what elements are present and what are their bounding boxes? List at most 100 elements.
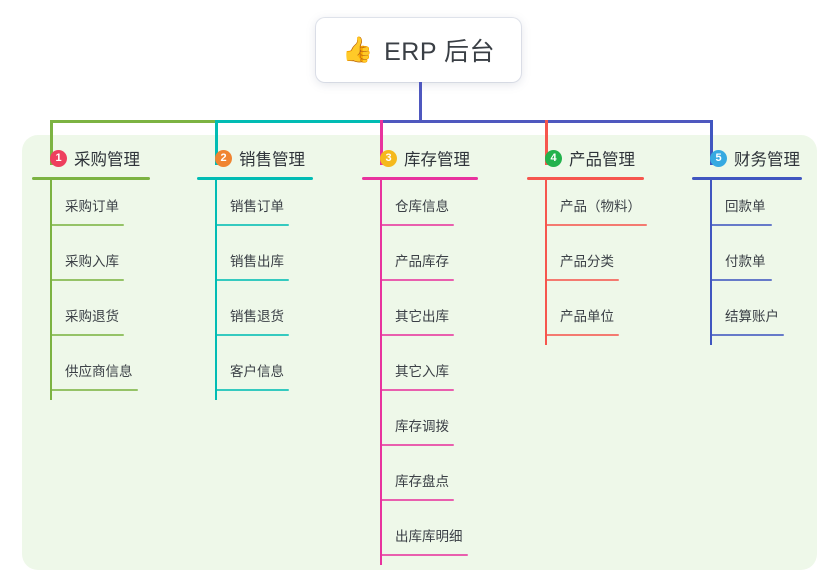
- leaf-item-label: 供应商信息: [65, 364, 133, 379]
- leaf-item[interactable]: 客户信息: [197, 345, 313, 400]
- branch-column-5: 5 财务管理回款单付款单结算账户: [692, 146, 802, 345]
- leaf-item-label: 回款单: [725, 199, 766, 214]
- leaf-item[interactable]: 产品（物料）: [527, 180, 647, 235]
- leaf-item[interactable]: 采购入库: [32, 235, 150, 290]
- branch-stub-5: [710, 120, 713, 165]
- branch-title-5: 财务管理: [734, 151, 800, 169]
- leaf-item[interactable]: 库存调拨: [362, 400, 478, 455]
- leaf-item-label: 产品库存: [395, 254, 449, 269]
- leaf-item-label: 采购订单: [65, 199, 119, 214]
- leaf-item[interactable]: 出库库明细: [362, 510, 478, 565]
- leaf-item[interactable]: 产品单位: [527, 290, 644, 345]
- branch-stub-1: [50, 120, 53, 165]
- leaf-item[interactable]: 采购退货: [32, 290, 150, 345]
- leaf-item[interactable]: 回款单: [692, 180, 802, 235]
- leaf-item-underline: [380, 279, 454, 281]
- leaf-item[interactable]: 付款单: [692, 235, 802, 290]
- leaf-item[interactable]: 产品库存: [362, 235, 478, 290]
- branch-header-5[interactable]: 5 财务管理: [710, 146, 802, 170]
- branch-items-2: 销售订单销售出库销售退货客户信息: [197, 180, 313, 400]
- branch-items-5: 回款单付款单结算账户: [692, 180, 802, 345]
- leaf-item-label: 销售退货: [230, 309, 284, 324]
- leaf-item[interactable]: 其它出库: [362, 290, 478, 345]
- leaf-item-label: 客户信息: [230, 364, 284, 379]
- branch-items-3: 仓库信息产品库存其它出库其它入库库存调拨库存盘点出库库明细: [362, 180, 478, 565]
- leaf-item[interactable]: 销售出库: [197, 235, 313, 290]
- branch-header-2[interactable]: 2 销售管理: [215, 146, 313, 170]
- leaf-item-underline: [50, 334, 124, 336]
- leaf-item-label: 仓库信息: [395, 199, 449, 214]
- root-node[interactable]: 👍 ERP 后台: [316, 18, 521, 82]
- branch-title-2: 销售管理: [239, 151, 305, 169]
- leaf-item-underline: [50, 224, 124, 226]
- leaf-item[interactable]: 产品分类: [527, 235, 644, 290]
- leaf-item[interactable]: 仓库信息: [362, 180, 478, 235]
- leaf-item-label: 产品单位: [560, 309, 614, 324]
- leaf-item-underline: [215, 334, 289, 336]
- branch-title-3: 库存管理: [404, 151, 470, 169]
- leaf-item-underline: [215, 224, 289, 226]
- leaf-item[interactable]: 结算账户: [692, 290, 802, 345]
- leaf-item-underline: [50, 279, 124, 281]
- root-stem-connector: [419, 82, 422, 123]
- leaf-item-underline: [710, 334, 784, 336]
- leaf-item[interactable]: 销售订单: [197, 180, 313, 235]
- leaf-item-label: 产品分类: [560, 254, 614, 269]
- leaf-item-underline: [545, 334, 619, 336]
- leaf-item-label: 其它出库: [395, 309, 449, 324]
- leaf-item-underline: [380, 334, 454, 336]
- leaf-item-underline: [710, 224, 772, 226]
- branch-header-3[interactable]: 3 库存管理: [380, 146, 478, 170]
- leaf-item-label: 产品（物料）: [560, 199, 641, 214]
- branch-column-2: 2 销售管理销售订单销售出库销售退货客户信息: [197, 146, 313, 400]
- leaf-item-label: 付款单: [725, 254, 766, 269]
- leaf-item-underline: [380, 444, 454, 446]
- thumbs-up-icon: 👍: [341, 35, 374, 64]
- branch-underline-3: [362, 177, 478, 180]
- leaf-item-underline: [50, 389, 138, 391]
- branch-spine-4: [545, 180, 547, 345]
- branch-underline-5: [692, 177, 802, 180]
- branch-title-1: 采购管理: [74, 151, 140, 169]
- leaf-item-underline: [380, 224, 454, 226]
- leaf-item-label: 库存盘点: [395, 474, 449, 489]
- leaf-item-label: 其它入库: [395, 364, 449, 379]
- branch-stub-3: [380, 120, 383, 165]
- branch-badge-3: 3: [380, 149, 397, 167]
- leaf-item-label: 结算账户: [725, 309, 779, 324]
- branch-underline-1: [32, 177, 150, 180]
- leaf-item[interactable]: 其它入库: [362, 345, 478, 400]
- branches-panel: [22, 135, 817, 570]
- branch-spine-2: [215, 180, 217, 400]
- branch-badge-2: 2: [215, 149, 232, 167]
- branch-underline-4: [527, 177, 644, 180]
- leaf-item-label: 销售订单: [230, 199, 284, 214]
- leaf-item-underline: [215, 389, 289, 391]
- leaf-item-label: 出库库明细: [395, 529, 463, 544]
- branch-stub-4: [545, 120, 548, 165]
- branch-items-1: 采购订单采购入库采购退货供应商信息: [32, 180, 150, 400]
- leaf-item[interactable]: 供应商信息: [32, 345, 150, 400]
- leaf-item[interactable]: 库存盘点: [362, 455, 478, 510]
- leaf-item-underline: [710, 279, 772, 281]
- leaf-item-underline: [215, 279, 289, 281]
- leaf-item-label: 采购入库: [65, 254, 119, 269]
- branch-title-4: 产品管理: [569, 151, 635, 169]
- trunk-bar-segment-1: [50, 120, 218, 123]
- branch-spine-5: [710, 180, 712, 345]
- branch-spine-1: [50, 180, 52, 400]
- branch-items-4: 产品（物料） 产品分类产品单位: [527, 180, 647, 345]
- trunk-bar-segment-2: [215, 120, 383, 123]
- leaf-item-label: 采购退货: [65, 309, 119, 324]
- leaf-item[interactable]: 销售退货: [197, 290, 313, 345]
- leaf-item-underline: [380, 499, 454, 501]
- leaf-item-underline: [380, 389, 454, 391]
- leaf-item-label: 销售出库: [230, 254, 284, 269]
- leaf-item-underline: [545, 279, 619, 281]
- leaf-item[interactable]: 采购订单: [32, 180, 150, 235]
- branch-badge-5: 5: [710, 149, 727, 167]
